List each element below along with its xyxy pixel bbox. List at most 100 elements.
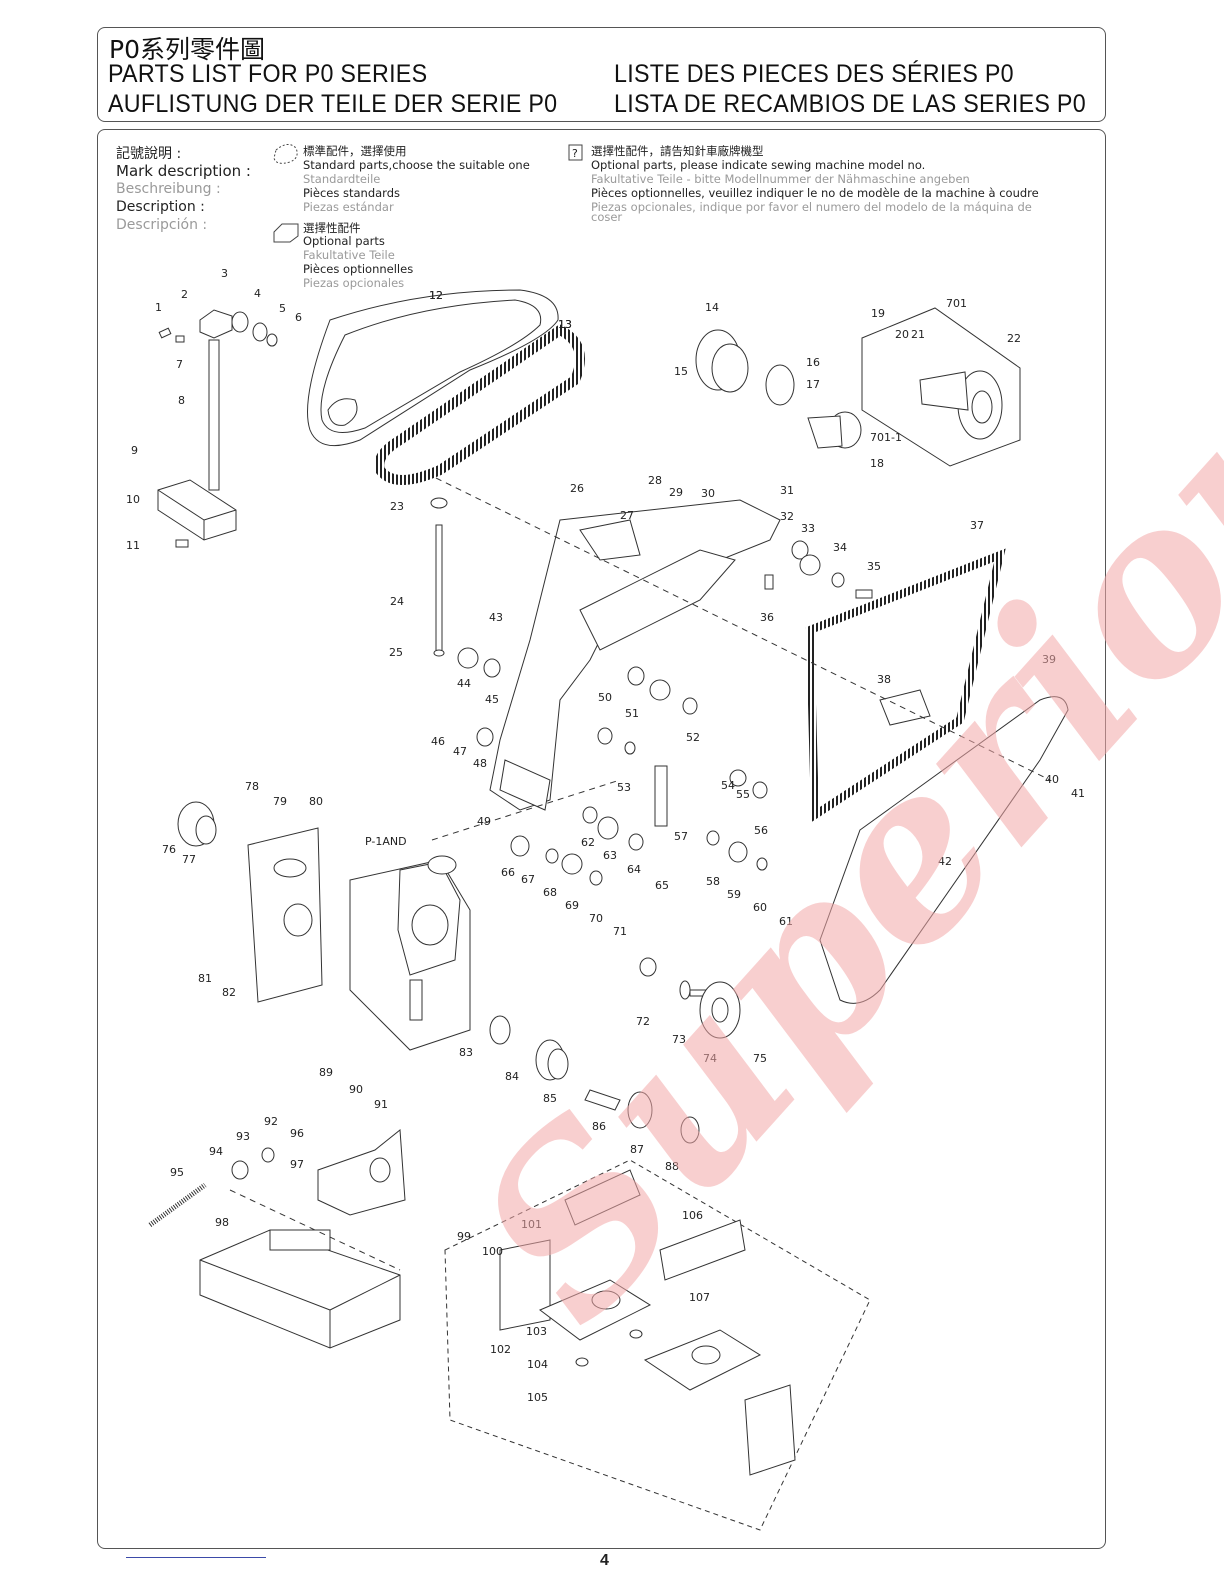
part-callout: 53: [617, 781, 631, 794]
part-callout: 14: [705, 301, 719, 314]
main-arm: [430, 497, 781, 811]
part-callout: 26: [570, 482, 584, 495]
mark-description-en: Mark description :: [116, 162, 251, 180]
legend-standard-es: Piezas estándar: [303, 200, 394, 214]
motor-pulley-group: [695, 307, 1021, 467]
optional-model-symbol: [568, 144, 583, 161]
part-callout: 45: [485, 693, 499, 706]
optional-model-symbol-text: ?: [572, 147, 578, 160]
part-callout: 701: [946, 297, 967, 310]
part-callout: 56: [754, 824, 768, 837]
title-spanish: LISTA DE RECAMBIOS DE LAS SERIES P0: [614, 90, 1086, 118]
part-callout: 12: [429, 289, 443, 302]
part-callout: 1: [155, 301, 162, 314]
part-callout: 7: [176, 358, 183, 371]
watermark-text: Superior: [424, 343, 1224, 1370]
title-english: PARTS LIST FOR P0 SERIES: [108, 60, 428, 88]
part-callout: 102: [490, 1343, 511, 1356]
part-callout: 40: [1045, 773, 1059, 786]
part-callout: 91: [374, 1098, 388, 1111]
drive-train: [489, 957, 741, 1144]
legend-standard-zh: 標準配件，選擇使用: [303, 144, 407, 158]
part-callout: 43: [489, 611, 503, 624]
part-callout: 57: [674, 830, 688, 843]
part-callout: 76: [162, 843, 176, 856]
part-callout: 42: [938, 855, 952, 868]
part-callout: 16: [806, 356, 820, 369]
title-french: LISTE DES PIECES DES SÉRIES P0: [614, 60, 1014, 88]
part-callout: 69: [565, 899, 579, 912]
part-callout: 105: [527, 1391, 548, 1404]
part-callout: 101: [521, 1218, 542, 1231]
part-callout: 68: [543, 886, 557, 899]
part-callout: 37: [970, 519, 984, 532]
part-callout: 92: [264, 1115, 278, 1128]
part-callout: 88: [665, 1160, 679, 1173]
part-callout: 71: [613, 925, 627, 938]
part-callout: 29: [669, 486, 683, 499]
part-callout: 41: [1071, 787, 1085, 800]
part-callout: 38: [877, 673, 891, 686]
part-callout: 22: [1007, 332, 1021, 345]
part-callout: 12: [429, 289, 443, 302]
part-callout: 8: [178, 394, 185, 407]
rod-assembly: [157, 309, 278, 548]
part-callout: 15: [674, 365, 688, 378]
legend-model-en: Optional parts, please indicate sewing m…: [591, 158, 926, 172]
part-callout: 35: [867, 560, 881, 573]
part-callout: 55: [736, 788, 750, 801]
part-callout: 62: [581, 836, 595, 849]
part-callout: 63: [603, 849, 617, 862]
part-callout: 67: [521, 873, 535, 886]
part-callout: 6: [295, 311, 302, 324]
part-callout: 106: [682, 1209, 703, 1222]
part-callout: 49: [477, 815, 491, 828]
part-callout: 78: [245, 780, 259, 793]
legend-model-zh: 選擇性配件，請告知針車廠牌機型: [591, 144, 764, 158]
legend-model-fr: Pièces optionnelles, veuillez indiquer l…: [591, 186, 1039, 200]
mark-description-zh: 記號說明 :: [116, 146, 182, 162]
legend-standard-de: Standardteile: [303, 172, 381, 186]
part-callout: 701-1: [870, 431, 902, 444]
part-callout: 19: [871, 307, 885, 320]
part-callout: 23: [390, 500, 404, 513]
legend-standard-fr: Pièces standards: [303, 186, 400, 200]
part-callout: 89: [319, 1066, 333, 1079]
part-callout: 50: [598, 691, 612, 704]
part-callout: 33: [801, 522, 815, 535]
part-callout: 18: [870, 457, 884, 470]
part-callout: P-1AND: [365, 835, 407, 848]
part-callout: 100: [482, 1245, 503, 1258]
part-callout: 3: [221, 267, 228, 280]
part-callout: 58: [706, 875, 720, 888]
shaft-components: [457, 540, 873, 886]
title-box: P0系列零件圖: [97, 27, 1106, 122]
part-callout: 27: [620, 509, 634, 522]
part-callout: 5: [279, 302, 286, 315]
parts-artwork: [148, 289, 1069, 1531]
legend-model-es-2: coser: [591, 210, 623, 224]
diagram-frame: [97, 129, 1106, 1549]
part-callout: 44: [457, 677, 471, 690]
footer-rule: [126, 1557, 266, 1558]
part-callout: 11: [126, 539, 140, 552]
legend-optional-en: Optional parts: [303, 234, 385, 248]
part-callout: 28: [648, 474, 662, 487]
part-callout: 85: [543, 1092, 557, 1105]
right-belt-guard: [805, 548, 1069, 1004]
part-callout: 96: [290, 1127, 304, 1140]
legend-optional-de: Fakultative Teile: [303, 248, 395, 262]
belt-cover: [307, 289, 585, 485]
part-callout: 25: [389, 646, 403, 659]
part-callout: 84: [505, 1070, 519, 1083]
part-callout: 48: [473, 757, 487, 770]
part-callout: 10: [126, 493, 140, 506]
part-callout: 79: [273, 795, 287, 808]
legend-standard-en: Standard parts,choose the suitable one: [303, 158, 530, 172]
part-callout: 75: [753, 1052, 767, 1065]
part-callout: 95: [170, 1166, 184, 1179]
part-callout: 77: [182, 853, 196, 866]
part-callout: 24: [390, 595, 404, 608]
standard-parts-symbol: [273, 144, 298, 164]
